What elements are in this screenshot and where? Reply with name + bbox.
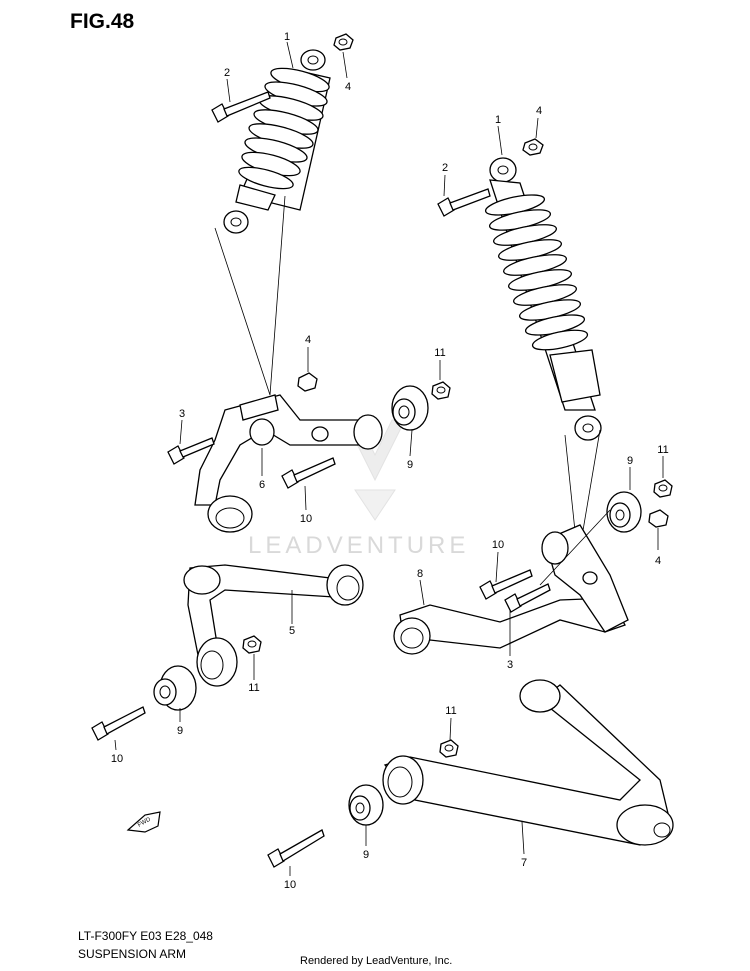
callout-1-left-shock: 1 <box>284 31 290 43</box>
callout-11-left-lower-nut: 11 <box>248 682 259 694</box>
nut-left-mount[interactable] <box>297 372 318 392</box>
callout-6-left-upper-arm: 6 <box>259 479 265 491</box>
bushing-left-upper[interactable] <box>391 385 429 431</box>
nut-left-upper[interactable] <box>333 33 354 51</box>
nut-right-upper[interactable] <box>522 138 544 156</box>
callout-4-right-nut: 4 <box>536 105 542 117</box>
shock-absorber-left[interactable] <box>223 49 331 234</box>
callout-4-left-mount-nut: 4 <box>305 334 311 346</box>
callout-4-right-mount-nut: 4 <box>655 555 661 567</box>
callout-8-right-upper-arm: 8 <box>417 568 423 580</box>
bolt-right-arm[interactable] <box>479 569 533 600</box>
fwd-arrow-icon: FWD <box>126 811 161 833</box>
shock-spring-left <box>238 67 330 190</box>
callout-9-left-lower-bushing: 9 <box>177 725 183 737</box>
callout-9-right-lower-bushing: 9 <box>363 849 369 861</box>
bolt-left-lower[interactable] <box>91 706 146 741</box>
nut-right-mount[interactable] <box>648 509 669 528</box>
suspension-arm-left-upper[interactable] <box>194 394 383 533</box>
assembly-guide-lines-left <box>214 195 286 396</box>
footer-credit: Rendered by LeadVenture, Inc. <box>300 955 452 967</box>
bolt-left-arm[interactable] <box>281 457 336 489</box>
callout-7-right-lower-arm: 7 <box>521 857 527 869</box>
callout-leaders <box>114 41 664 876</box>
watermark-chevron-icon <box>354 489 396 521</box>
model-code: LT-F300FY E03 E28_048 <box>78 929 213 943</box>
callout-10-right-lower-bolt: 10 <box>284 879 296 891</box>
bolt-right-upper[interactable] <box>437 188 491 217</box>
bolt-left-upper[interactable] <box>211 91 271 123</box>
callout-9-left-bushing: 9 <box>407 459 413 471</box>
bolt-right-mount[interactable] <box>504 583 551 613</box>
callout-11-right-lower-nut: 11 <box>445 705 456 717</box>
watermark-text: LEADVENTURE <box>248 532 469 559</box>
bushing-right-lower[interactable] <box>348 784 384 826</box>
callout-11-left-flange-nut: 11 <box>434 347 445 359</box>
callout-3-left-mount-bolt: 3 <box>179 408 185 420</box>
bushing-left-lower[interactable] <box>153 665 197 711</box>
nut-right-lower[interactable] <box>439 739 459 758</box>
callout-10-left-arm-bolt: 10 <box>300 513 312 525</box>
figure-subtitle: SUSPENSION ARM <box>78 947 186 961</box>
callout-9-right-bushing: 9 <box>627 455 633 467</box>
suspension-arm-right-lower[interactable] <box>382 679 674 846</box>
nut-left-lower[interactable] <box>242 635 262 654</box>
callout-1-right-shock: 1 <box>495 114 501 126</box>
nut-right-mount-flange[interactable] <box>653 479 673 498</box>
callout-4-left-nut: 4 <box>345 81 351 93</box>
figure-title: FIG.48 <box>70 10 135 33</box>
callout-2-right-bolt: 2 <box>442 162 448 174</box>
bolt-right-lower[interactable] <box>267 829 325 868</box>
callout-5-left-lower-arm: 5 <box>289 625 295 637</box>
bolt-left-mount[interactable] <box>167 437 215 465</box>
shock-spring-right <box>484 194 589 351</box>
callout-3-right-mount-bolt: 3 <box>507 659 513 671</box>
bushing-right-upper[interactable] <box>606 491 642 533</box>
callout-10-right-arm-bolt: 10 <box>492 539 504 551</box>
shock-absorber-right[interactable] <box>484 157 602 441</box>
assembly-guide-line-right-arm <box>539 509 611 586</box>
nut-left-mount-flange[interactable] <box>431 381 451 400</box>
callout-11-right-flange-nut: 11 <box>657 444 668 456</box>
callout-2-left-bolt: 2 <box>224 67 230 79</box>
callout-numbers: 1 2 4 1 4 2 4 11 3 6 10 9 11 9 10 4 8 3 … <box>111 31 669 891</box>
suspension-arm-left-lower[interactable] <box>183 564 364 687</box>
callout-10-left-lower-bolt: 10 <box>111 753 123 765</box>
suspension-arm-right-upper[interactable] <box>393 524 629 655</box>
